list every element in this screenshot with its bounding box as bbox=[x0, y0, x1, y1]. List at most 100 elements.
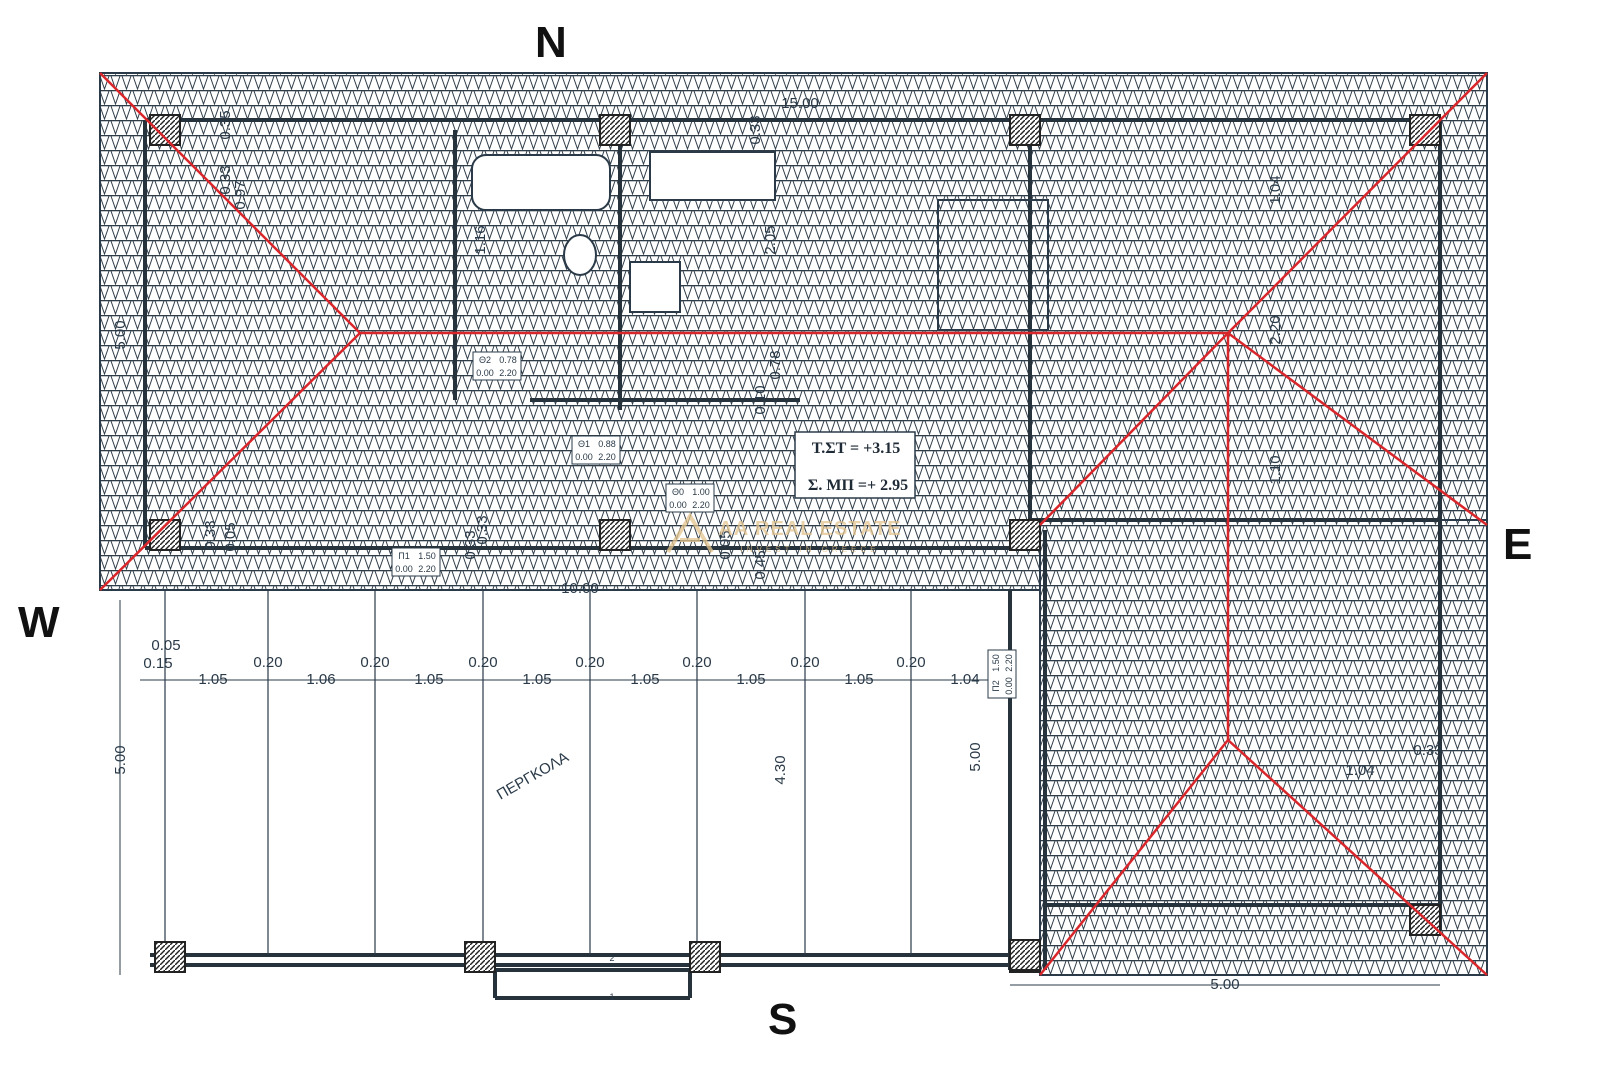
roof-tiles bbox=[99, 72, 1488, 976]
opening-tag: Π2 1.500.00 2.20 bbox=[987, 649, 1017, 699]
dimension-bay-width: 1.06 bbox=[306, 671, 335, 688]
kitchen-sink bbox=[649, 151, 776, 201]
opening-w: 1.00 bbox=[692, 487, 710, 497]
level-box bbox=[794, 431, 916, 499]
dimension-interior: 0.33 bbox=[217, 165, 234, 194]
compass-north: N bbox=[535, 18, 567, 67]
hip-ridge-line bbox=[1039, 332, 1229, 526]
dimension-interior: 0.33 bbox=[462, 530, 479, 559]
dimension-post-width: 0.20 bbox=[682, 654, 711, 671]
dimension-bay-width: 1.05 bbox=[844, 671, 873, 688]
dimension-interior: 2.20 bbox=[1267, 315, 1284, 344]
column bbox=[689, 941, 721, 973]
opening-sill: 0.00 bbox=[1004, 677, 1014, 695]
walls bbox=[143, 114, 1442, 1000]
opening-h: 2.20 bbox=[499, 368, 517, 378]
dimension-edge: 0.05 bbox=[151, 637, 180, 654]
dimension-interior: 1.16 bbox=[472, 225, 489, 254]
column bbox=[1009, 939, 1041, 971]
cooktop bbox=[629, 261, 681, 313]
watermark-title: AA REAL ESTATE bbox=[718, 518, 901, 540]
dimension-main-length: 10.00 bbox=[561, 580, 599, 597]
dimension-interior: 0.33 bbox=[1413, 742, 1442, 759]
dimension-interior: 0.33 bbox=[747, 115, 764, 144]
bathtub bbox=[471, 154, 611, 211]
dimension-bay-width: 1.04 bbox=[950, 671, 979, 688]
watermark-logo bbox=[666, 512, 714, 554]
opening-tag-box bbox=[571, 435, 621, 465]
dimension-bay-width: 1.05 bbox=[630, 671, 659, 688]
opening-id: Θ1 bbox=[578, 439, 590, 449]
dining-table bbox=[937, 199, 1049, 331]
toilet bbox=[563, 234, 597, 276]
opening-id: Π1 bbox=[398, 551, 410, 561]
column bbox=[599, 114, 631, 146]
dimension-interior: 0.45 bbox=[752, 550, 769, 579]
opening-tag-box bbox=[472, 351, 522, 381]
section-mark: 1 bbox=[609, 992, 614, 1002]
dimension-interior: 0.33 bbox=[202, 520, 219, 549]
hip-ridge-line bbox=[99, 332, 361, 591]
opening-h: 2.20 bbox=[418, 564, 436, 574]
opening-sill: 0.00 bbox=[395, 564, 413, 574]
column bbox=[464, 941, 496, 973]
dimension-bay-width: 1.05 bbox=[414, 671, 443, 688]
dimension-post-width: 0.20 bbox=[575, 654, 604, 671]
opening-id: Θ2 bbox=[479, 355, 491, 365]
hip-ridge-line bbox=[1227, 72, 1488, 334]
hip-ridge-line bbox=[99, 72, 361, 334]
column bbox=[1009, 519, 1041, 551]
dimension-pergola-inner: 4.30 bbox=[772, 755, 789, 784]
level-roof-top: T.ΣT = +3.15 bbox=[812, 440, 901, 457]
main-roof bbox=[99, 72, 1488, 591]
dimension-wing-depth: 5.00 bbox=[967, 742, 984, 771]
opening-w: 1.50 bbox=[418, 551, 436, 561]
opening-id: Θ0 bbox=[672, 487, 684, 497]
dimension-interior: 0.35 bbox=[217, 110, 234, 139]
compass-east: E bbox=[1503, 520, 1533, 569]
dimension-interior: 0.05 bbox=[717, 530, 734, 559]
dimension-interior: 0.33 bbox=[474, 515, 491, 544]
opening-w: 0.78 bbox=[499, 355, 517, 365]
opening-tag-box bbox=[987, 649, 1017, 699]
dimension-overall-length: 15.00 bbox=[781, 95, 819, 112]
dimension-edge: 0.15 bbox=[143, 655, 172, 672]
dimension-post-width: 0.20 bbox=[253, 654, 282, 671]
column bbox=[149, 114, 181, 146]
dimension-post-width: 0.20 bbox=[790, 654, 819, 671]
dimension-interior: 0.10 bbox=[752, 385, 769, 414]
column bbox=[599, 519, 631, 551]
dimension-post-width: 0.20 bbox=[468, 654, 497, 671]
opening-w: 1.50 bbox=[991, 654, 1001, 672]
opening-tag: Π1 1.50 0.00 2.20 bbox=[391, 547, 441, 577]
opening-tag-box bbox=[391, 547, 441, 577]
column bbox=[154, 941, 186, 973]
dimension-bay-width: 1.05 bbox=[198, 671, 227, 688]
dimension-interior: 0.78 bbox=[767, 350, 784, 379]
dimension-left-depth: 5.00 bbox=[112, 320, 129, 349]
compass-west: W bbox=[18, 598, 60, 647]
dimension-post-width: 0.20 bbox=[360, 654, 389, 671]
dimension-bay-width: 1.05 bbox=[522, 671, 551, 688]
dimension-bay-width: 1.05 bbox=[736, 671, 765, 688]
level-roof-base: Σ. ΜΠ =+ 2.95 bbox=[808, 477, 908, 494]
dimension-interior: 1.04 bbox=[1345, 762, 1374, 779]
dimension-interior: 1.04 bbox=[1267, 175, 1284, 204]
watermark-subtitle: INVEST IN GREECE bbox=[741, 545, 880, 554]
opening-tag: Θ2 0.78 0.00 2.20 bbox=[472, 351, 522, 381]
opening-sill: 0.00 bbox=[476, 368, 494, 378]
opening-h: 2.20 bbox=[1004, 654, 1014, 672]
opening-sill: 0.00 bbox=[669, 500, 687, 510]
ridge-lines bbox=[99, 72, 1488, 976]
pergola-label: ΠΕΡΓΚΟΛΑ bbox=[494, 749, 572, 804]
opening-w: 0.88 bbox=[598, 439, 616, 449]
hip-ridge-line bbox=[1227, 739, 1488, 976]
column bbox=[1409, 114, 1441, 146]
dimension-interior: 1.10 bbox=[1267, 455, 1284, 484]
opening-id: Π2 bbox=[991, 680, 1001, 692]
opening-h: 2.20 bbox=[598, 452, 616, 462]
section-mark: 2 bbox=[609, 953, 614, 963]
